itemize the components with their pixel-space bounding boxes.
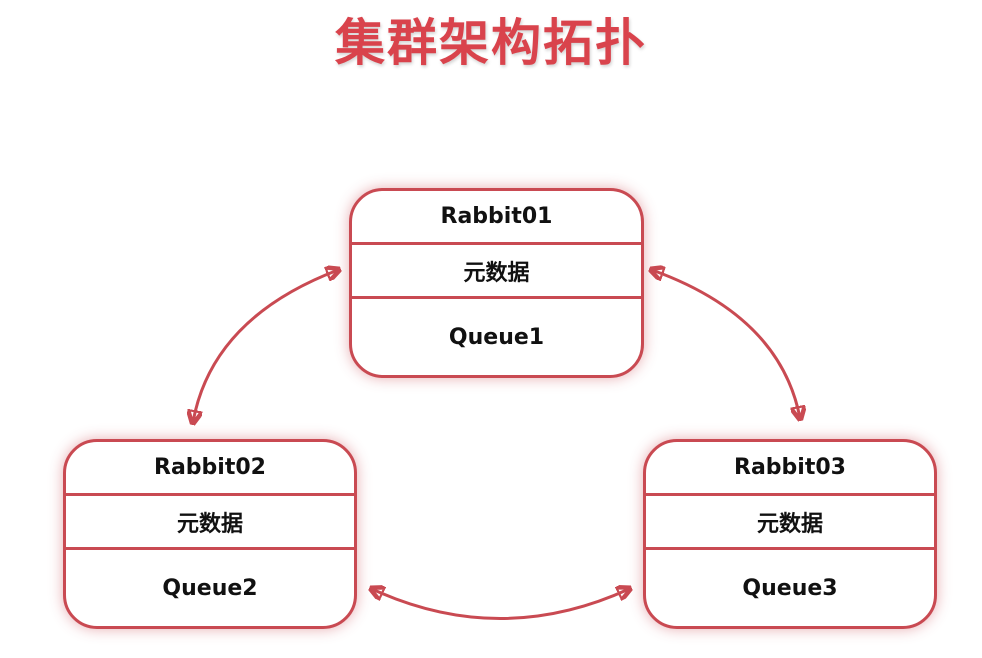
node-metadata: 元数据 — [352, 242, 641, 299]
node-metadata: 元数据 — [646, 493, 934, 550]
node-name: Rabbit02 — [154, 455, 266, 480]
node-queue: Queue1 — [448, 324, 545, 350]
node-queue: Queue2 — [162, 575, 258, 601]
node-rabbit03: Rabbit03 元数据 Queue3 — [643, 439, 937, 629]
node-metadata: 元数据 — [66, 493, 354, 550]
node-name: Rabbit03 — [734, 455, 846, 480]
arrow-rabbit02-rabbit03 — [372, 589, 629, 620]
arrow-rabbit01-rabbit03 — [652, 270, 800, 418]
arrow-rabbit01-rabbit02 — [193, 270, 338, 422]
node-name: Rabbit01 — [440, 204, 553, 229]
node-rabbit02: Rabbit02 元数据 Queue2 — [63, 439, 357, 629]
node-queue: Queue3 — [742, 575, 838, 601]
page-title: 集群架构拓扑 — [335, 14, 647, 72]
node-rabbit01: Rabbit01 元数据 Queue1 — [349, 188, 644, 378]
